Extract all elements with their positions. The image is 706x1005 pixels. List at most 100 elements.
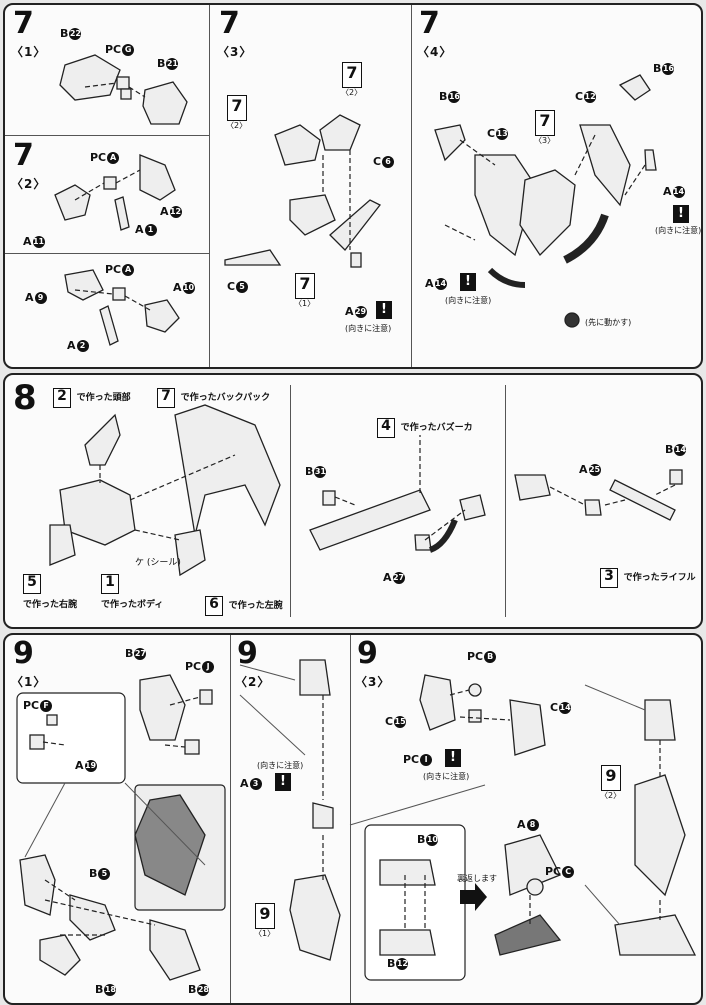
assembly-illustrations bbox=[54, 54, 657, 346]
reference-head: 2 で作った頭部 bbox=[53, 387, 131, 408]
part-label-a29: A29 bbox=[345, 305, 367, 318]
step-reference-sub: 〈1〉 bbox=[294, 299, 316, 308]
step-number: 9 bbox=[13, 636, 34, 671]
step-reference-sub: 〈2〉 bbox=[600, 791, 622, 800]
step-reference: 7 bbox=[227, 95, 247, 121]
caution-icon: ! bbox=[460, 273, 476, 291]
reference-bazooka: 4 で作ったバズーカ bbox=[377, 417, 473, 438]
assembly-illustrations bbox=[49, 404, 683, 577]
step-number: 9 bbox=[237, 636, 258, 671]
divider bbox=[5, 253, 209, 254]
divider bbox=[230, 635, 231, 1003]
caution-note: (向きに注意) bbox=[345, 324, 392, 333]
caution-icon: ! bbox=[376, 301, 392, 319]
part-label-a19: A19 bbox=[75, 759, 97, 772]
step-reference-sub: 〈2〉 bbox=[341, 88, 363, 97]
step-reference: 9 bbox=[601, 765, 621, 791]
part-label-b21: B21 bbox=[157, 57, 179, 70]
part-label-b16: B16 bbox=[439, 90, 461, 103]
divider bbox=[411, 5, 412, 367]
reference-backpack: 7 で作ったバックパック bbox=[157, 387, 270, 408]
part-label-b18: B18 bbox=[95, 983, 117, 996]
substep-label: 〈4〉 bbox=[417, 45, 453, 59]
part-label-a27: A27 bbox=[383, 571, 405, 584]
part-label-b27: B27 bbox=[125, 647, 147, 660]
caution-note: (向きに注意) bbox=[257, 761, 304, 770]
divider bbox=[350, 635, 351, 1003]
divider bbox=[505, 385, 506, 617]
substep-label: 〈2〉 bbox=[11, 177, 47, 191]
step-reference-sub: 〈1〉 bbox=[254, 929, 276, 938]
step-number: 7 bbox=[219, 6, 240, 41]
substep-label: 〈3〉 bbox=[355, 675, 391, 689]
part-label-a10: A10 bbox=[173, 281, 195, 294]
step-reference: 7 bbox=[535, 110, 555, 136]
substep-label: 〈3〉 bbox=[217, 45, 253, 59]
substep-label: 〈1〉 bbox=[11, 45, 47, 59]
instruction-note: (先に動かす) bbox=[585, 318, 632, 327]
substep-label: 〈2〉 bbox=[235, 675, 271, 689]
reference-rifle: 3 で作ったライフル bbox=[600, 567, 696, 588]
part-label-b28: B28 bbox=[188, 983, 210, 996]
part-label-c13: C13 bbox=[487, 127, 509, 140]
part-label-a12: A12 bbox=[160, 205, 182, 218]
step-number: 8 bbox=[13, 378, 37, 418]
part-label-a14: A14 bbox=[663, 185, 685, 198]
step-reference: 7 bbox=[342, 62, 362, 88]
part-label-a11: A11 bbox=[23, 235, 45, 248]
step-number: 7 bbox=[13, 138, 34, 173]
part-label-c14: C14 bbox=[550, 701, 572, 714]
step-number: 7 bbox=[13, 6, 34, 41]
part-label-c15: C15 bbox=[385, 715, 407, 728]
step-reference: 9 bbox=[255, 903, 275, 929]
part-label-a25: A25 bbox=[579, 463, 601, 476]
divider bbox=[209, 5, 210, 367]
part-label-b14: B14 bbox=[665, 443, 687, 456]
part-label-b31: B31 bbox=[305, 465, 327, 478]
part-label-b10: B10 bbox=[417, 833, 439, 846]
step-number: 9 bbox=[357, 636, 378, 671]
reference-left-arm: 6 で作った左腕 bbox=[205, 595, 283, 616]
part-label-b12: B12 bbox=[387, 957, 409, 970]
step-number: 7 bbox=[419, 6, 440, 41]
reference-body: 1 で作ったボディ bbox=[101, 574, 164, 610]
caution-note: (向きに注意) bbox=[655, 226, 702, 235]
divider bbox=[5, 135, 209, 136]
caution-icon: ! bbox=[445, 749, 461, 767]
substep-label: 〈1〉 bbox=[11, 675, 47, 689]
part-label-a14: A14 bbox=[425, 277, 447, 290]
caution-note: (向きに注意) bbox=[445, 296, 492, 305]
part-label-b16: B16 bbox=[653, 62, 675, 75]
part-label-c12: C12 bbox=[575, 90, 597, 103]
part-label-b22: B22 bbox=[60, 27, 82, 40]
caution-note: (向きに注意) bbox=[423, 772, 470, 781]
caution-icon: ! bbox=[275, 773, 291, 791]
caution-icon: ! bbox=[673, 205, 689, 223]
step-8-panel: 8 2 で作った頭部 7 で作ったバックパック 5 で作った右腕 1 で作ったボ… bbox=[3, 373, 703, 629]
seal-note: ケ (シール) bbox=[135, 558, 181, 568]
assembly-illustrations bbox=[16, 659, 697, 981]
step-reference-sub: 〈2〉 bbox=[226, 121, 248, 130]
divider bbox=[290, 385, 291, 617]
reference-right-arm: 5 で作った右腕 bbox=[23, 574, 78, 610]
step-reference: 7 bbox=[295, 273, 315, 299]
flip-note: 裏返します bbox=[457, 874, 497, 883]
